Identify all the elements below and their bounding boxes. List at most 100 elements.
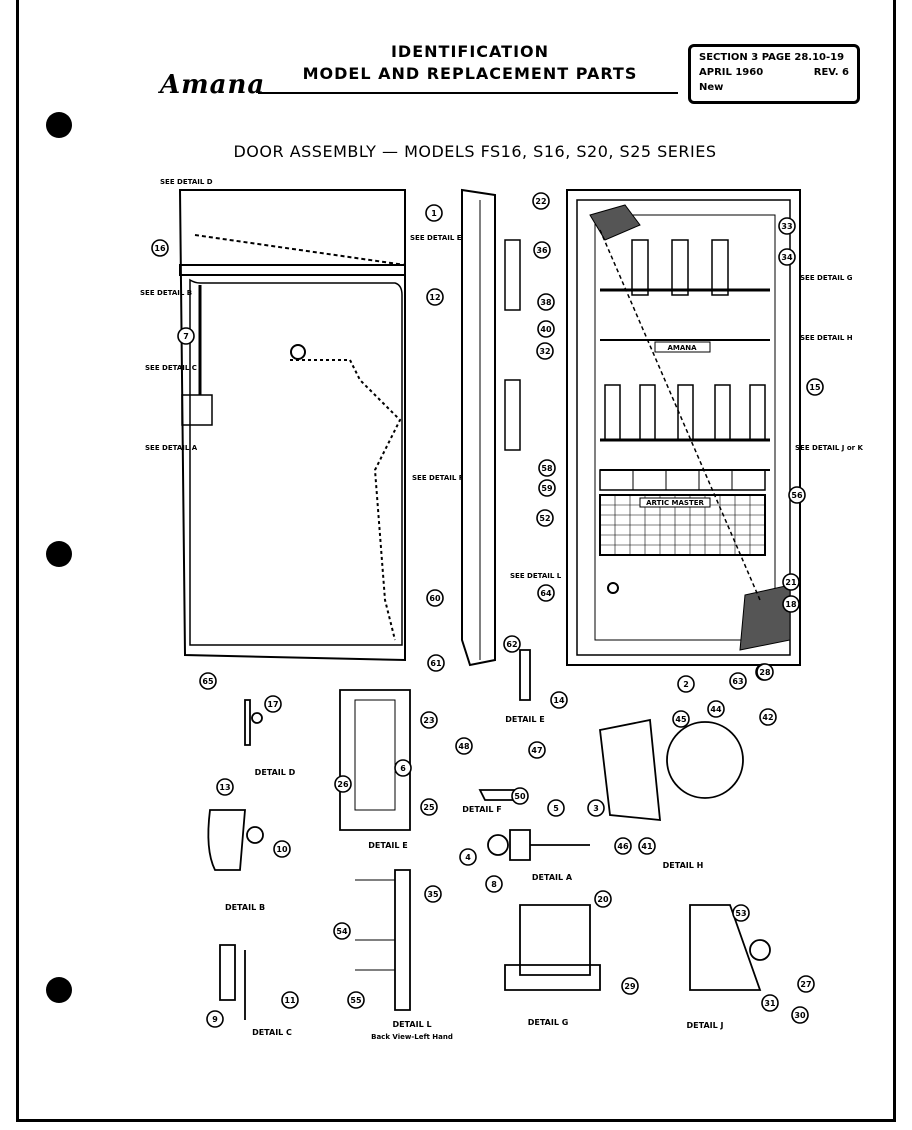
part-callout-circle bbox=[333, 922, 351, 940]
detail-a-title: DETAIL A bbox=[532, 873, 573, 882]
callout-see-detail-d: SEE DETAIL D bbox=[160, 178, 213, 186]
callout-see-detail-f: SEE DETAIL F bbox=[412, 474, 464, 482]
detail-e-top-title: DETAIL E bbox=[505, 715, 544, 724]
part-callout-circle bbox=[151, 239, 169, 257]
callout-see-detail-g: SEE DETAIL G bbox=[800, 274, 853, 282]
detail-d-leader bbox=[194, 234, 406, 266]
part-number-label: 58 bbox=[541, 464, 553, 473]
part-number-label: 36 bbox=[536, 246, 548, 255]
part-callout-circle bbox=[177, 327, 195, 345]
shelf-name-plate bbox=[654, 341, 711, 353]
detail-j-title: DETAIL J bbox=[687, 1021, 724, 1030]
part-number-label: 44 bbox=[710, 705, 722, 714]
hinge-bracket bbox=[181, 394, 213, 426]
part-number-label: 1 bbox=[431, 209, 437, 218]
part-callout-circle bbox=[425, 204, 443, 222]
part-callout-circle bbox=[782, 595, 800, 613]
header-line-1: IDENTIFICATION bbox=[390, 42, 550, 61]
door-interior-liner bbox=[576, 199, 791, 656]
part-callout-circle bbox=[806, 378, 824, 396]
part-number-label: 55 bbox=[350, 996, 362, 1005]
part-callout-circle bbox=[537, 320, 555, 338]
part-callout-circle bbox=[347, 991, 365, 1009]
drain-plug bbox=[607, 582, 619, 594]
shelf-name-text: AMANA bbox=[667, 344, 697, 352]
part-callout-circle bbox=[761, 994, 779, 1012]
page-border bbox=[16, 0, 896, 1122]
part-callout-circle bbox=[394, 759, 412, 777]
part-number-label: 34 bbox=[781, 253, 793, 262]
part-number-label: 3 bbox=[593, 804, 599, 813]
bottom-corner-insulation bbox=[739, 584, 791, 651]
part-number-label: 14 bbox=[553, 696, 565, 705]
part-number-label: 17 bbox=[267, 700, 278, 709]
part-callout-circle bbox=[511, 787, 529, 805]
part-callout-circle bbox=[587, 799, 605, 817]
part-callout-circle bbox=[594, 890, 612, 908]
part-callout-circle bbox=[455, 737, 473, 755]
detail-g-drawing bbox=[519, 904, 591, 976]
part-callout-circle bbox=[281, 991, 299, 1009]
part-callout-circle bbox=[788, 486, 806, 504]
part-callout-circle bbox=[621, 977, 639, 995]
part-callout-circle bbox=[334, 775, 352, 793]
part-number-label: 65 bbox=[202, 677, 214, 686]
door-inner-outline bbox=[189, 278, 403, 646]
part-callout-circle bbox=[638, 837, 656, 855]
part-callout-circle bbox=[547, 799, 565, 817]
detail-b-drawing bbox=[207, 809, 246, 871]
section-date: APRIL 1960 bbox=[699, 67, 764, 78]
lower-holders bbox=[604, 384, 766, 441]
part-callout-circle bbox=[756, 663, 774, 681]
part-number-label: 52 bbox=[539, 514, 550, 523]
header-line-2: MODEL AND REPLACEMENT PARTS bbox=[302, 64, 638, 83]
part-callout-circle bbox=[426, 589, 444, 607]
part-number-label: 7 bbox=[183, 332, 189, 341]
part-number-label: 26 bbox=[337, 780, 349, 789]
part-number-label: 40 bbox=[540, 325, 552, 334]
detail-d-drawing bbox=[244, 699, 251, 746]
detail-g-title: DETAIL G bbox=[528, 1018, 569, 1027]
detail-e-title: DETAIL E bbox=[368, 841, 407, 850]
upper-egg-holders bbox=[631, 239, 729, 296]
part-number-label: 54 bbox=[336, 927, 348, 936]
part-number-label: 53 bbox=[735, 909, 746, 918]
top-corner-insulation bbox=[589, 204, 641, 241]
part-number-label: 11 bbox=[284, 996, 296, 1005]
profile-brackets bbox=[504, 239, 521, 451]
part-number-label: 6 bbox=[400, 764, 406, 773]
basket-badge bbox=[639, 497, 711, 508]
door-side-profile bbox=[461, 188, 496, 667]
part-number-label: 63 bbox=[732, 677, 743, 686]
callout-see-detail-e: SEE DETAIL E bbox=[410, 234, 462, 242]
part-number-label: 38 bbox=[540, 298, 552, 307]
part-number-label: 61 bbox=[430, 659, 442, 668]
part-callout-circle bbox=[424, 885, 442, 903]
detail-l-title: DETAIL L bbox=[392, 1020, 431, 1029]
part-number-label: 32 bbox=[539, 347, 550, 356]
part-callout-circle bbox=[707, 700, 725, 718]
part-callout-circle bbox=[538, 459, 556, 477]
part-number-label: 35 bbox=[427, 890, 439, 899]
part-number-label: 22 bbox=[535, 197, 546, 206]
binder-hole-top bbox=[46, 112, 72, 138]
part-callout-circle bbox=[533, 241, 551, 259]
door-inner-recess bbox=[594, 214, 776, 641]
part-callout-circle bbox=[420, 798, 438, 816]
part-callout-circle bbox=[273, 840, 291, 858]
part-callouts: 1234567891011121314151617182021222324252… bbox=[151, 192, 824, 1028]
part-callout-circle bbox=[536, 509, 554, 527]
part-callout-circle bbox=[732, 904, 750, 922]
compartment-row bbox=[599, 469, 766, 491]
detail-d-title: DETAIL D bbox=[255, 768, 296, 777]
part-callout-circle bbox=[199, 672, 217, 690]
part-number-label: 28 bbox=[759, 668, 771, 677]
callout-see-detail-l: SEE DETAIL L bbox=[510, 572, 562, 580]
part-callout-circle bbox=[729, 672, 747, 690]
part-number-label: 31 bbox=[764, 999, 776, 1008]
section-rev: REV. 6 bbox=[813, 67, 849, 78]
part-callout-circle bbox=[536, 342, 554, 360]
part-number-label: 50 bbox=[514, 792, 526, 801]
part-callout-circle bbox=[537, 293, 555, 311]
